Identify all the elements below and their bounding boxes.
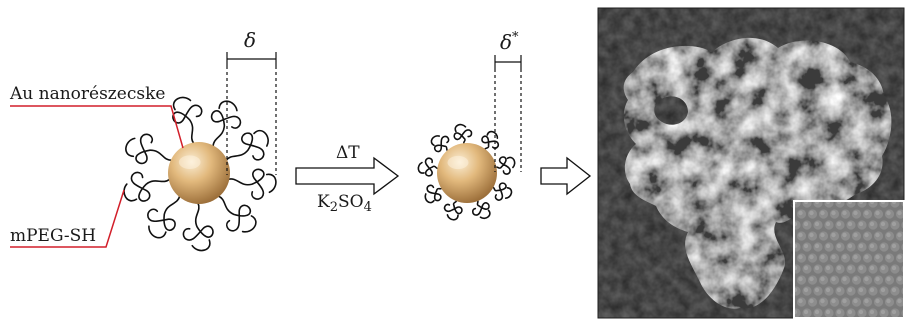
delta-t-label: ΔT: [336, 143, 360, 163]
delta-star-bracket: [494, 55, 522, 172]
ligand-coil: [182, 202, 214, 252]
aggregation-arrow: [540, 156, 592, 196]
ligand-label: mPEG-SH: [10, 226, 96, 246]
ligand-coil: [147, 195, 181, 239]
delta-bracket: [226, 52, 277, 175]
ligand-coil: [417, 157, 440, 177]
ligand-coil: [125, 133, 173, 165]
ligand-coil: [210, 100, 242, 148]
ligand-coil: [494, 156, 516, 175]
gold-core: [437, 143, 497, 203]
ligand-coil: [481, 130, 500, 151]
ligand-coil: [217, 195, 257, 233]
lattice-pattern: [794, 201, 904, 318]
inset-frame: [793, 200, 905, 319]
ligand-coil: [424, 184, 443, 204]
delta-star-label: δ*: [500, 30, 519, 54]
ligand-coil: [471, 199, 491, 220]
ligand-coil: [225, 129, 269, 162]
ligand-coil: [453, 123, 473, 145]
ligand-coil: [430, 135, 450, 153]
ligand-coil: [227, 168, 277, 200]
coated-nanoparticle-large: [123, 96, 277, 252]
ligand-coil: [491, 182, 513, 201]
ligand-leader-line: [10, 189, 125, 248]
salt-label: K2SO4: [317, 192, 372, 215]
gold-core: [168, 142, 230, 204]
nanoparticle-label: Au nanorészecske: [9, 84, 165, 104]
reaction-arrow: [295, 156, 400, 196]
coated-nanoparticle-small: [417, 123, 516, 221]
micrograph-inset: [794, 201, 904, 318]
nanoparticle-leader-line: [10, 105, 184, 149]
aggregate-cluster: [623, 37, 892, 309]
ligand-coil: [123, 171, 171, 202]
ligand-coil: [443, 199, 463, 221]
micrograph-frame: [597, 7, 905, 319]
delta-label: δ: [244, 28, 256, 52]
